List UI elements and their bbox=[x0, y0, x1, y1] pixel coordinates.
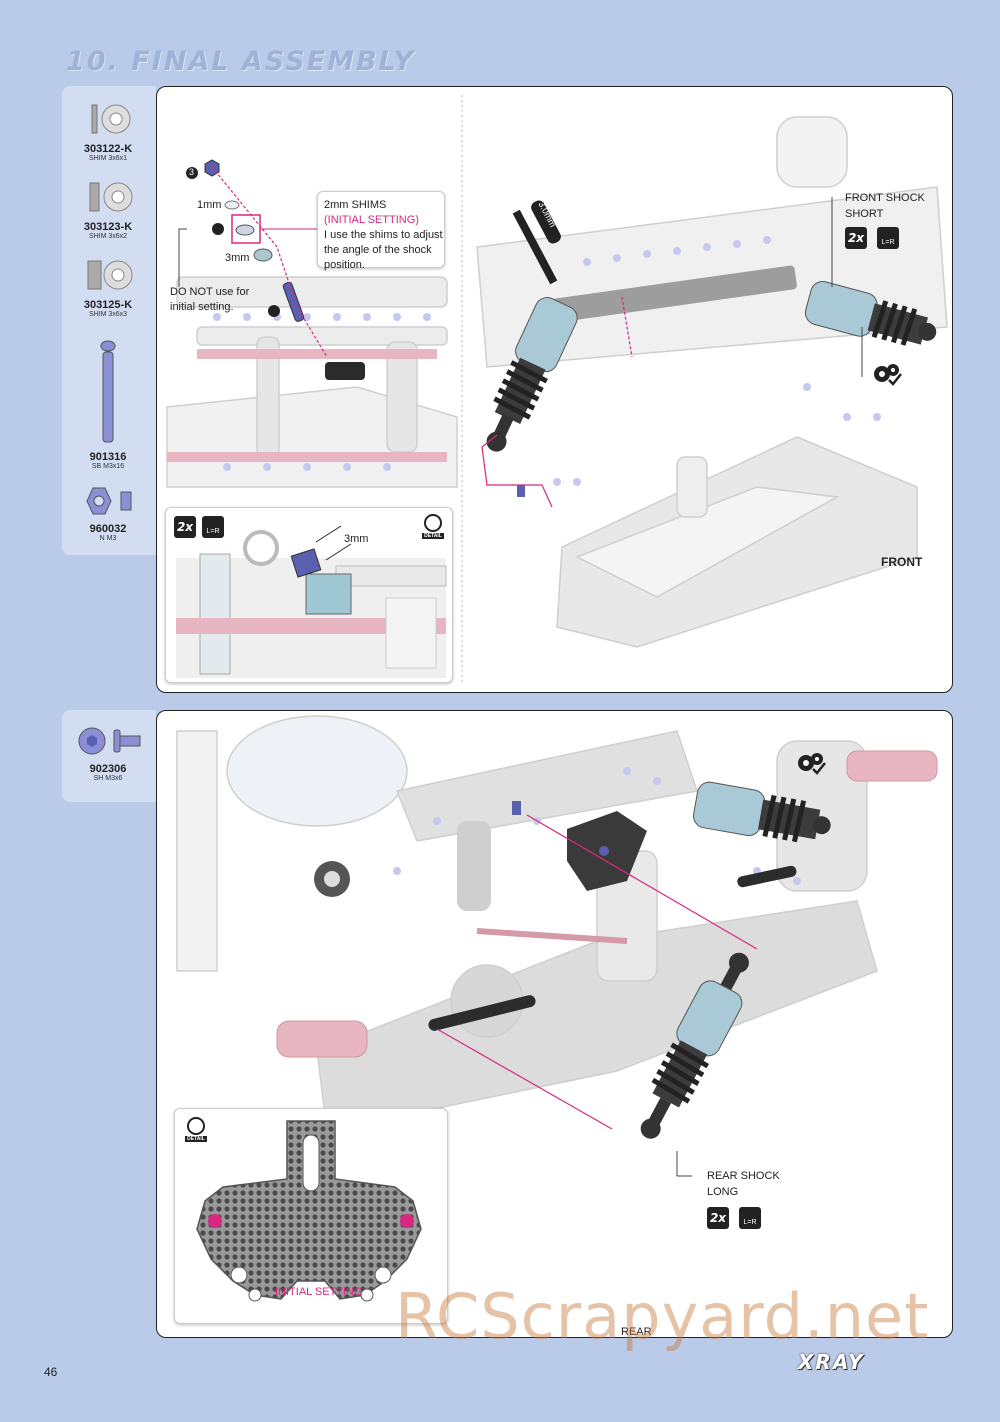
part-code: 960032 bbox=[89, 523, 127, 535]
part-code: 901316 bbox=[89, 451, 127, 463]
part-code: 303122-K bbox=[83, 143, 133, 155]
shim-1-icon bbox=[91, 104, 131, 134]
part-screw-m3x6: 902306 SH M3x6 bbox=[62, 726, 154, 782]
label-1mm: 1mm bbox=[197, 199, 222, 211]
front-assembly-panel: 3 1mm 3mm DO NOT use for initial setting… bbox=[156, 86, 953, 693]
rear-shock-label: REAR SHOCK bbox=[707, 1170, 780, 1182]
shims-text: I use the shims to adjust the angle of t… bbox=[324, 229, 443, 271]
page-title: 10. FINAL ASSEMBLY bbox=[66, 46, 416, 77]
detail-icon-label: DETAIL bbox=[185, 1136, 207, 1142]
button-screw-icon bbox=[78, 727, 141, 755]
part-desc: SHIM 3x6x1 bbox=[88, 155, 128, 162]
front-shock-lr-icon: L=R bbox=[877, 227, 899, 249]
shims-setting: (INITIAL SETTING) bbox=[324, 214, 419, 226]
shim-3-icon bbox=[87, 260, 133, 290]
detail-magnifier-icon: DETAIL bbox=[422, 514, 444, 539]
carbon-shock-tower-illustration bbox=[196, 1120, 422, 1302]
shim-2-icon bbox=[89, 182, 133, 212]
rear-shock-lr-icon: L=R bbox=[739, 1207, 761, 1229]
detail-magnifier-icon: DETAIL bbox=[185, 1117, 207, 1142]
detail-front-illustration bbox=[176, 525, 447, 678]
lr-text: L=R bbox=[206, 528, 220, 535]
step-number-3: 3 bbox=[189, 167, 195, 177]
detail-inset-rear: DETAIL INITIAL SETTING bbox=[174, 1108, 448, 1324]
rear-assembly-illustration bbox=[176, 715, 938, 1177]
front-shock-label: FRONT SHOCK bbox=[845, 192, 925, 204]
screw-icon bbox=[100, 340, 116, 443]
part-screw-m3x16: 901316 SB M3x16 bbox=[62, 338, 154, 470]
part-nut-m3: 960032 N M3 bbox=[62, 486, 154, 542]
detail-3mm: 3mm bbox=[344, 533, 369, 545]
front-shock-length: SHORT bbox=[845, 208, 884, 220]
lr-text: L=R bbox=[881, 239, 895, 246]
part-code: 902306 bbox=[89, 763, 127, 775]
part-shim-2: 303123-K SHIM 3x6x2 bbox=[62, 180, 154, 240]
detail-inset-front: 2x L=R 3mm DETAIL bbox=[165, 507, 453, 683]
part-code: 303125-K bbox=[83, 299, 133, 311]
part-shim-1: 303122-K SHIM 3x6x1 bbox=[62, 102, 154, 162]
label-3mm: 3mm bbox=[225, 252, 250, 264]
shims-title: 2mm SHIMS bbox=[324, 199, 387, 211]
parts-bar-top: 303122-K SHIM 3x6x1 303123-K SHIM 3x6x2 … bbox=[62, 86, 156, 555]
part-code: 303123-K bbox=[83, 221, 133, 233]
do-not-use-note: DO NOT use for initial setting. bbox=[170, 286, 250, 313]
parts-bar-bottom: 902306 SH M3x6 bbox=[62, 710, 156, 802]
part-desc: SHIM 3x6x3 bbox=[88, 311, 128, 318]
watermark: RCScrapyard.net bbox=[395, 1280, 930, 1353]
page-number: 46 bbox=[44, 1365, 58, 1379]
lr-text: L=R bbox=[743, 1219, 757, 1226]
gear-check-icon-rear bbox=[798, 753, 826, 775]
gear-check-icon-front bbox=[874, 364, 902, 386]
rear-shock-length: LONG bbox=[707, 1186, 739, 1198]
brand-logo: XRAY bbox=[798, 1350, 865, 1374]
rear-assembly-panel: REAR REAR SHOCK LONG 2x L=R DETAIL bbox=[156, 710, 953, 1338]
left-right-equal-icon: L=R bbox=[202, 516, 224, 538]
qty-badge: 2x bbox=[174, 516, 196, 538]
part-shim-3: 303125-K SHIM 3x6x3 bbox=[62, 258, 154, 318]
part-desc: N M3 bbox=[99, 535, 117, 542]
nut-icon bbox=[86, 487, 132, 515]
part-desc: SH M3x6 bbox=[93, 775, 123, 782]
rear-shock-qty: 2x bbox=[707, 1207, 729, 1229]
part-desc: SB M3x16 bbox=[91, 463, 125, 470]
part-desc: SHIM 3x6x2 bbox=[88, 233, 128, 240]
shims-callout: 2mm SHIMS (INITIAL SETTING) I use the sh… bbox=[317, 191, 445, 271]
initial-setting-label: INITIAL SETTING bbox=[275, 1286, 363, 1298]
rear-direction-label: REAR bbox=[621, 1326, 652, 1338]
front-direction-label: FRONT bbox=[881, 555, 923, 569]
front-shock-qty: 2x bbox=[845, 227, 867, 249]
detail-icon-label: DETAIL bbox=[422, 533, 444, 539]
front-assembly-illustration bbox=[166, 95, 948, 685]
